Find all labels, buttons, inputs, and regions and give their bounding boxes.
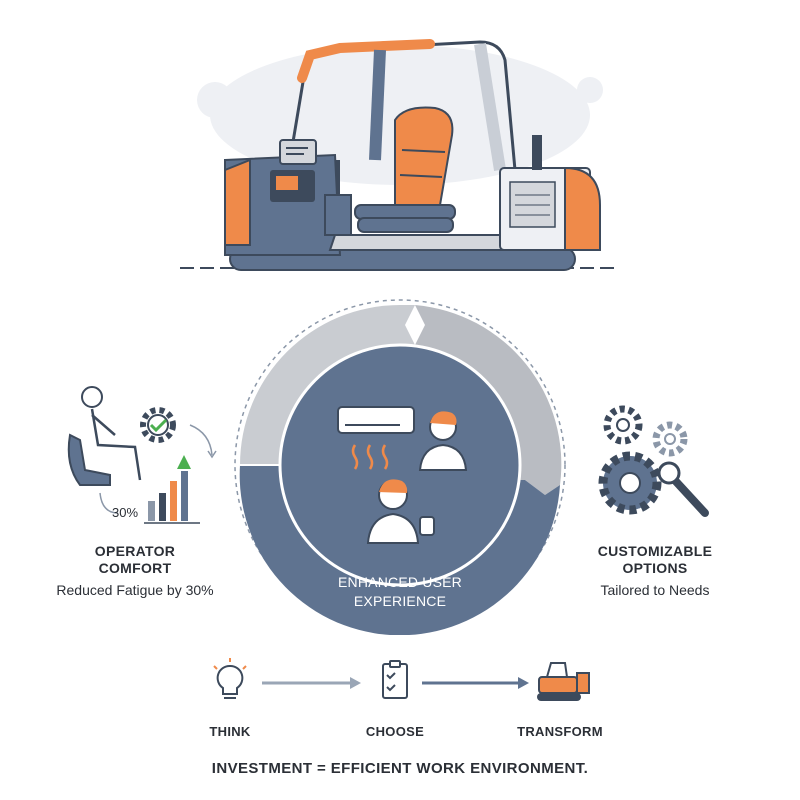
cycle-diagram [234, 299, 566, 635]
customizable-options-title-line2: OPTIONS [622, 560, 688, 576]
customizable-options-subtitle: Tailored to Needs [600, 582, 710, 598]
center-label-line2: EXPERIENCE [353, 593, 447, 609]
customizable-options-title-line1: CUSTOMIZABLE [597, 543, 713, 559]
arrow-choose-to-transform [422, 677, 529, 689]
center-label-line1: ENHANCED USER [338, 574, 462, 590]
gear-check-icon [140, 407, 176, 443]
center-label: ENHANCED USER EXPERIENCE [300, 573, 500, 611]
arrow-think-to-choose [262, 677, 361, 689]
operator-comfort-title-line1: OPERATOR [94, 543, 176, 559]
step-choose-label: CHOOSE [365, 724, 425, 739]
clipboard-check-icon [382, 660, 408, 699]
wrench-icon [657, 461, 709, 517]
lightbulb-icon [213, 658, 247, 699]
comfort-chart-label: 30% [112, 505, 139, 520]
operator-comfort-title: OPERATOR COMFORT [60, 543, 210, 577]
machine-icon [537, 662, 590, 701]
gear-large-icon [598, 451, 662, 515]
step-transform-label: TRANSFORM [517, 724, 603, 739]
gear-small-icon [603, 405, 643, 445]
operator-comfort-illustration [67, 386, 217, 524]
operator-comfort-title-line2: COMFORT [98, 560, 172, 576]
customizable-gears-illustration [598, 405, 709, 517]
machine-illustration [180, 39, 620, 271]
customizable-options-title: CUSTOMIZABLE OPTIONS [570, 543, 740, 577]
footer-tagline: INVESTMENT = EFFICIENT WORK ENVIRONMENT. [211, 760, 589, 777]
gear-medium-icon [652, 421, 688, 457]
operator-comfort-subtitle: Reduced Fatigue by 30% [56, 582, 214, 598]
step-think-label: THINK [209, 724, 251, 739]
